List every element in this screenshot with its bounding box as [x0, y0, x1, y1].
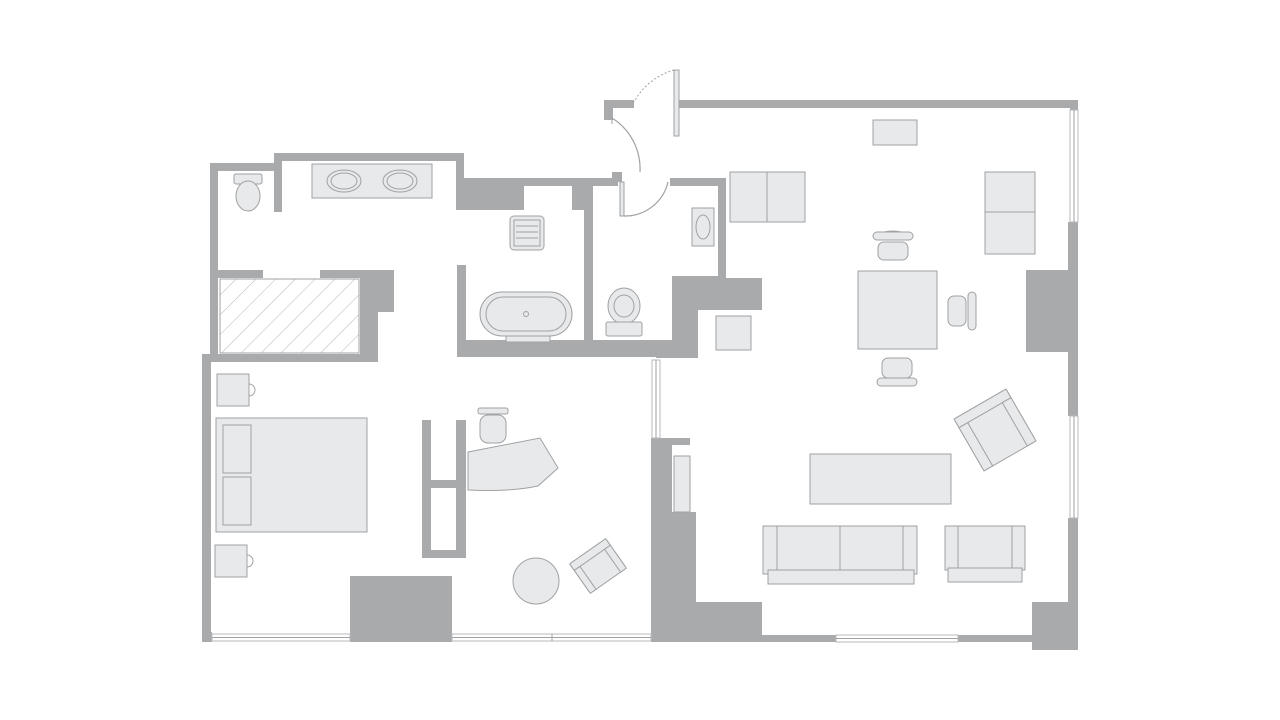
wall-wc-right — [656, 178, 762, 358]
wall-closet-right — [210, 270, 394, 362]
pillow-bottom — [222, 476, 252, 526]
dining-chair-bottom — [876, 357, 918, 387]
living-furniture — [673, 119, 1037, 585]
entry-console — [872, 119, 918, 146]
wall-entry-top — [604, 100, 634, 108]
tub-faucet — [505, 335, 551, 343]
living-armchair-bottom — [944, 525, 1026, 583]
wall-center-partition — [651, 438, 836, 642]
dining-chair-top — [872, 230, 914, 261]
wall-bath-wc — [584, 178, 593, 344]
dining-table — [857, 270, 938, 350]
wall-wc-top-left — [592, 178, 618, 186]
cabinet-right — [984, 171, 1036, 255]
wall-desk-partition — [422, 420, 466, 558]
wall-bath-top-right — [456, 153, 592, 210]
wc-door-leaf — [619, 181, 625, 217]
wall-living-top — [678, 100, 1078, 108]
round-side-table — [512, 557, 560, 605]
desk — [467, 437, 559, 491]
nightstand-top — [216, 373, 250, 407]
wall-bath-left — [210, 163, 218, 358]
wall-bath-bottom — [457, 340, 657, 357]
bathroom-fixtures — [233, 163, 715, 343]
entry-door-arc — [633, 69, 675, 103]
closet-hatch — [219, 278, 360, 354]
side-table — [715, 315, 752, 351]
coffee-table — [809, 453, 952, 505]
wall-entry-left — [604, 100, 613, 120]
wall-entry-jamb — [612, 172, 622, 182]
desk-chair — [479, 414, 507, 444]
sofa — [762, 525, 918, 585]
wall-wc-partition — [274, 153, 282, 212]
living-armchair-right — [953, 388, 1037, 472]
wall-right-bottom — [958, 518, 1078, 650]
bedroom-furniture — [214, 373, 628, 605]
wall-bath-top — [274, 153, 464, 161]
wall-bath-top-left — [210, 163, 276, 171]
dining-chair-right — [947, 291, 977, 331]
wc-door-arc — [623, 181, 669, 217]
wc-sink — [691, 207, 715, 247]
hall-door-arc — [611, 117, 641, 173]
media-unit — [673, 455, 691, 513]
nightstand-bottom — [214, 544, 248, 578]
shower-drain — [509, 215, 545, 251]
walls — [202, 100, 1078, 650]
wall-right-pier — [1026, 222, 1078, 416]
wall-bottom-left — [202, 632, 212, 642]
entry-door-leaf — [673, 69, 680, 137]
bathtub — [479, 291, 573, 337]
windows — [211, 109, 1079, 643]
wall-tub-left — [457, 265, 466, 357]
wall-right-top — [1070, 100, 1078, 110]
wall-outer-left — [202, 354, 211, 641]
bedroom-armchair — [568, 537, 628, 595]
toilet-left-bowl — [235, 180, 261, 212]
wall-dresser-block — [350, 576, 452, 642]
desk-chair-back — [477, 407, 509, 415]
pillow-top — [222, 424, 252, 474]
doors — [611, 69, 680, 217]
toilet-wc-bowl — [607, 287, 641, 325]
toilet-wc-tank — [605, 321, 643, 337]
wall-closet-top-left — [210, 270, 263, 278]
